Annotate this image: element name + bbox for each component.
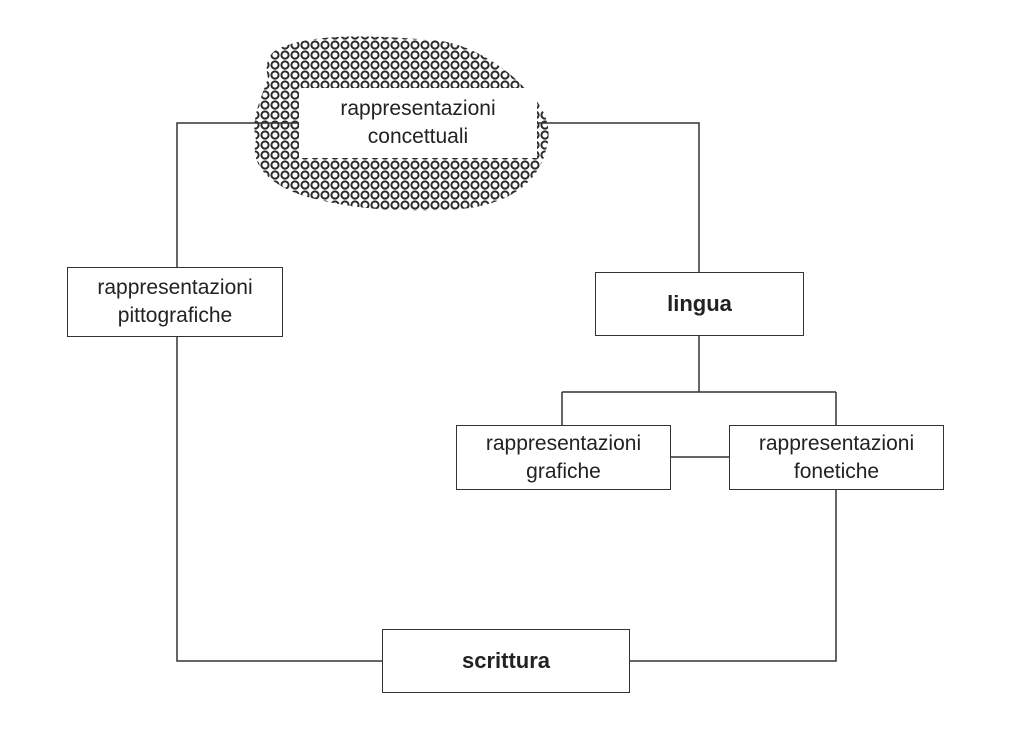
- node-lingua-label: lingua: [667, 291, 732, 316]
- node-concettuali-line2: concettuali: [367, 125, 469, 148]
- node-lingua: lingua: [595, 272, 804, 336]
- edge-concetti-lingua: [537, 122, 700, 272]
- node-scrittura-label: scrittura: [461, 648, 551, 673]
- node-concettuali-line1: rappresentazioni: [340, 97, 496, 120]
- node-rappresentazioni-concettuali: rappresentazioni concettuali: [299, 88, 537, 158]
- node-scrittura: scrittura: [382, 629, 630, 693]
- node-grafiche-line2: grafiche: [526, 459, 601, 483]
- node-rappresentazioni-fonetiche: rappresentazioni fonetiche: [729, 425, 944, 490]
- node-rappresentazioni-pittografiche: rappresentazioni pittografiche: [67, 267, 283, 337]
- node-fonetiche-line2: fonetiche: [793, 459, 880, 483]
- node-rappresentazioni-grafiche: rappresentazioni grafiche: [456, 425, 671, 490]
- node-fonetiche-line1: rappresentazioni: [758, 431, 915, 455]
- node-pittografiche-line1: rappresentazioni: [97, 276, 253, 299]
- node-grafiche-line1: rappresentazioni: [485, 431, 642, 455]
- edge-fonetiche-scrittura: [630, 490, 837, 662]
- edge-pittografiche-scrittura: [176, 337, 382, 662]
- edge-concetti-pittografiche: [176, 122, 299, 267]
- node-pittografiche-line2: pittografiche: [117, 304, 233, 327]
